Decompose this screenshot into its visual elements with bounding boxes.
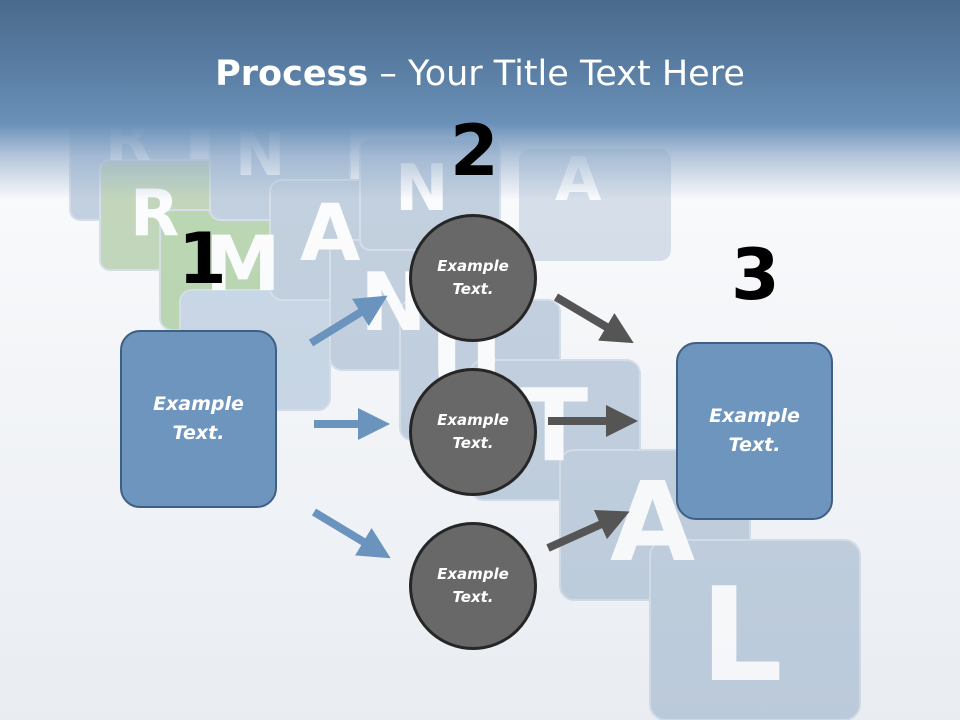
header-band (0, 0, 960, 200)
arrow-right-icon (546, 509, 630, 552)
circle-bottom-line2: Text. (452, 588, 494, 606)
circle-middle-line2: Text. (452, 434, 494, 452)
step-number-2: 2 (450, 110, 499, 192)
output-box[interactable]: Example Text. (676, 342, 833, 520)
title-bold-part: Process (215, 54, 369, 94)
output-box-line2: Text. (728, 434, 781, 456)
svg-text:M: M (205, 219, 281, 308)
process-circle-bottom[interactable]: Example Text. (409, 522, 537, 650)
step-number-3: 3 (731, 234, 780, 316)
input-box[interactable]: Example Text. (120, 330, 277, 508)
step-number-1: 1 (178, 218, 227, 300)
process-circle-top[interactable]: Example Text. (409, 214, 537, 342)
arrow-right-icon (308, 295, 388, 347)
circle-bottom-line1: Example (437, 565, 509, 583)
arrow-right-icon (311, 508, 391, 559)
output-box-line1: Example (709, 405, 800, 427)
svg-text:L: L (700, 559, 783, 711)
arrow-right-icon (553, 293, 634, 344)
input-box-line1: Example (153, 393, 244, 415)
input-box-line2: Text. (172, 422, 225, 444)
circle-middle-line1: Example (437, 411, 509, 429)
circle-top-line1: Example (437, 257, 509, 275)
slide-title[interactable]: Process – Your Title Text Here (0, 52, 960, 96)
title-rest-part: – Your Title Text Here (368, 54, 745, 94)
svg-text:A: A (300, 189, 360, 279)
circle-top-line2: Text. (452, 280, 494, 298)
process-circle-middle[interactable]: Example Text. (409, 368, 537, 496)
